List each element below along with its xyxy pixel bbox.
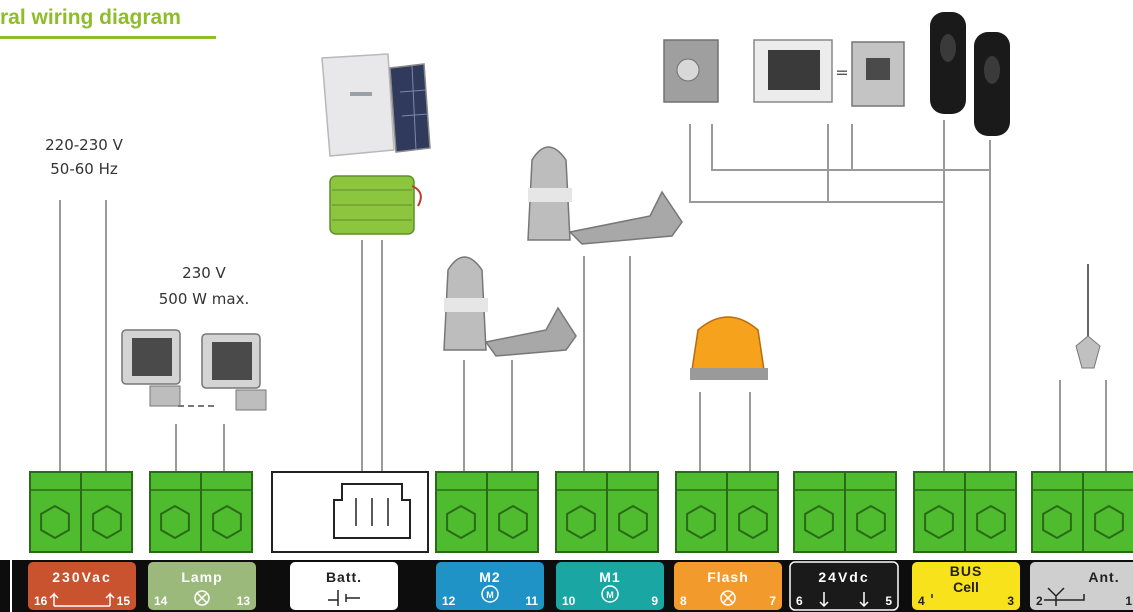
terminal-label-lamp: Lamp 14 13 [148, 562, 256, 610]
gate-motor-m1-icon [527, 146, 683, 245]
terminal-connector [555, 471, 659, 553]
terminal-number-right: 13 [237, 594, 251, 608]
terminal-subname: Cell [953, 579, 979, 595]
lamp-symbol-icon [720, 590, 736, 606]
antenna-icon [1075, 264, 1101, 369]
terminal-number-left: 12 [442, 594, 456, 608]
terminal-connector [149, 471, 253, 553]
terminal-name: 24Vdc [818, 569, 869, 585]
terminal-connector [1031, 471, 1133, 553]
diagram-title: ral wiring diagram [0, 6, 181, 29]
dc-symbol-icon [819, 592, 869, 608]
terminal-number-right: 1 [1125, 594, 1132, 608]
mains-frequency-label: 50-60 Hz [50, 160, 118, 178]
mains-voltage-label: 220-230 V [45, 136, 123, 154]
terminal-connector [29, 471, 133, 553]
terminal-number-left: 6 [796, 594, 803, 608]
flashing-light-icon [690, 316, 768, 380]
battery-pack-solar-icon [321, 53, 431, 157]
motor-symbol-icon [481, 585, 499, 603]
svg-text:M: M [606, 590, 614, 600]
svg-text:=: = [835, 63, 848, 82]
terminal-number-right: 15 [117, 594, 131, 608]
motor-symbol-icon [601, 585, 619, 603]
keypad-icon [663, 39, 719, 103]
battery-symbol-icon [328, 590, 360, 606]
terminal-label-m1: M1 10 9 M [556, 562, 664, 610]
terminal-name: Ant. [1088, 569, 1119, 585]
terminal-label-ant: Ant. 2 1 [1030, 562, 1133, 610]
terminal-connector [793, 471, 897, 553]
wire-keypad-b [711, 124, 990, 171]
bar-edge [10, 558, 12, 612]
wire-keypad-a [689, 124, 944, 203]
terminal-number-left: 8 [680, 594, 687, 608]
photocell-icon [930, 12, 1010, 136]
svg-text:M: M [486, 590, 494, 600]
terminal-number-left: 2 [1036, 594, 1043, 608]
terminal-connector [675, 471, 779, 553]
terminal-label-m2: M2 12 11 M [436, 562, 544, 610]
terminal-number-left: 14 [154, 594, 168, 608]
terminal-name: Batt. [326, 569, 362, 585]
terminal-number-right: 5 [885, 594, 892, 608]
battery-plug-connector [271, 471, 429, 553]
terminal-name: M2 [479, 569, 500, 585]
video-intercom-icon: = [753, 39, 905, 107]
lamp-voltage-label: 230 V [182, 264, 226, 282]
terminal-connector [435, 471, 539, 553]
terminal-number-right: 11 [525, 594, 538, 608]
terminal-label-24vdc: 24Vdc 6 5 [789, 561, 899, 611]
terminal-name: Lamp [181, 569, 222, 585]
terminal-name: 230Vac [52, 569, 112, 585]
terminal-number-right: 9 [651, 594, 658, 608]
ac-symbol-icon [49, 592, 115, 607]
lamp-power-label: 500 W max. [159, 290, 249, 308]
antenna-symbol-icon [1044, 587, 1085, 606]
terminal-label-230vac: 230Vac 16 15 [28, 562, 136, 610]
terminal-name: BUS [950, 563, 983, 579]
gate-motor-m2-icon [443, 256, 577, 357]
rechargeable-battery-icon [329, 175, 422, 235]
wire-group [59, 120, 1107, 472]
terminal-name: M1 [599, 569, 620, 585]
terminal-number-right: 7 [769, 594, 776, 608]
terminal-number-left: 10 [562, 594, 576, 608]
terminal-connector [913, 471, 1017, 553]
connector-row [29, 471, 1133, 553]
title-underline [0, 36, 216, 39]
lamp-symbol-icon [194, 590, 210, 606]
terminal-number-left: 16 [34, 594, 48, 608]
terminal-name: Flash [707, 569, 749, 585]
terminal-number-left: 4 [918, 594, 925, 608]
terminal-number-right: 3 [1007, 594, 1014, 608]
terminal-label-flash: Flash 8 7 [674, 562, 782, 610]
terminal-label-batt: Batt. [290, 562, 398, 610]
floodlight-icon [121, 329, 267, 411]
